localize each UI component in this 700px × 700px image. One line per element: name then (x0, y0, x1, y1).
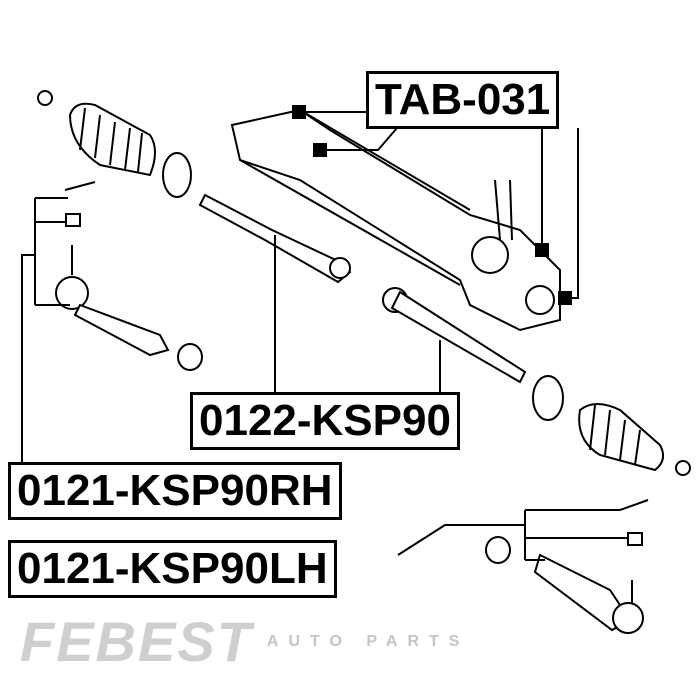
part-label-0121-ksp90lh: 0121-KSP90LH (8, 540, 337, 598)
part-label-0121-ksp90rh: 0121-KSP90RH (8, 462, 342, 520)
left-tie-rod-end (55, 181, 203, 371)
leader-markers (292, 105, 572, 305)
part-label-0122-ksp90: 0122-KSP90 (190, 392, 460, 450)
watermark: FEBEST AUTO PARTS (20, 612, 469, 672)
right-tie-rod-end (485, 499, 649, 634)
steering-rack (230, 108, 561, 332)
right-clip (675, 460, 691, 476)
left-ring (162, 152, 192, 198)
left-boot (68, 102, 156, 177)
watermark-brand: FEBEST (20, 610, 253, 673)
part-label-tab-031: TAB-031 (366, 71, 560, 129)
leader-lines (21, 111, 628, 561)
right-inner-tie-rod (382, 287, 527, 384)
right-ring (532, 375, 564, 421)
watermark-subtitle: AUTO PARTS (266, 633, 470, 650)
right-boot (578, 403, 665, 472)
left-clip (37, 90, 53, 106)
